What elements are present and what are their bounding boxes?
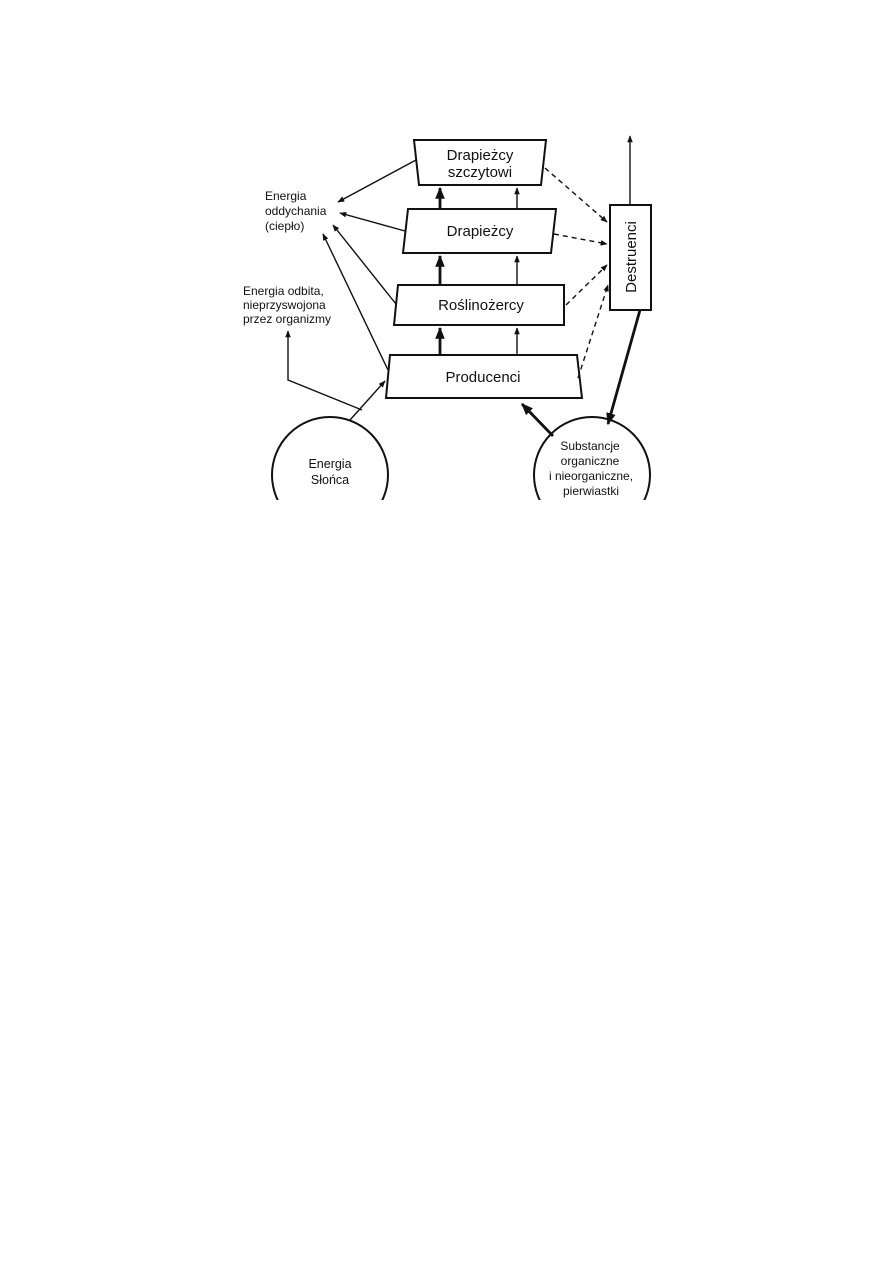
producers-box	[384, 354, 584, 399]
predators-box	[401, 208, 558, 254]
sun-circle	[271, 416, 389, 500]
reflected-energy-arrow	[285, 330, 363, 411]
heat-arrow-producers	[322, 233, 389, 371]
substances-circle	[533, 416, 651, 500]
predators-label: Drapieżcy	[447, 223, 514, 240]
respiration-label-3: (ciepło)	[265, 219, 304, 233]
dash-predators-decomposers	[553, 233, 608, 246]
reflected-label-3: przez organizmy	[243, 312, 331, 326]
decomposers-label: Destruenci	[623, 221, 640, 293]
substances-label-2: organiczne	[561, 454, 620, 468]
sun-label-2: Słońca	[311, 473, 349, 487]
sun-label-1: Energia	[308, 457, 351, 471]
heat-arrow-herbivores	[332, 224, 397, 305]
herbivores-label: Roślinożercy	[438, 297, 524, 314]
herbivores-box	[392, 284, 565, 326]
top-predators-box	[412, 139, 548, 186]
producers-label: Producenci	[445, 369, 520, 386]
decomposers-box	[609, 204, 652, 311]
respiration-label-2: oddychania	[265, 204, 327, 218]
dash-herbivores-decomposers	[565, 264, 608, 306]
heat-arrow-predators	[339, 211, 406, 232]
reflected-label-2: nieprzyswojona	[243, 298, 326, 312]
dash-top-predators-decomposers	[544, 167, 608, 223]
substances-to-producers-arrow	[520, 403, 555, 437]
decomposers-to-substances-arrow	[606, 309, 642, 426]
dash-producers-decomposers	[577, 284, 609, 379]
substances-label-3: i nieorganiczne,	[549, 469, 633, 483]
reflected-label-1: Energia odbita,	[243, 284, 324, 298]
heat-arrow-top-predators	[337, 159, 417, 203]
substances-label-1: Substancje	[560, 439, 620, 453]
respiration-label-1: Energia	[265, 189, 307, 203]
top-predators-label-2: szczytowi	[448, 164, 512, 181]
sun-to-producers-arrow	[349, 380, 386, 421]
substances-label-4: pierwiastki	[563, 484, 619, 498]
top-predators-label-1: Drapieżcy	[447, 147, 514, 164]
